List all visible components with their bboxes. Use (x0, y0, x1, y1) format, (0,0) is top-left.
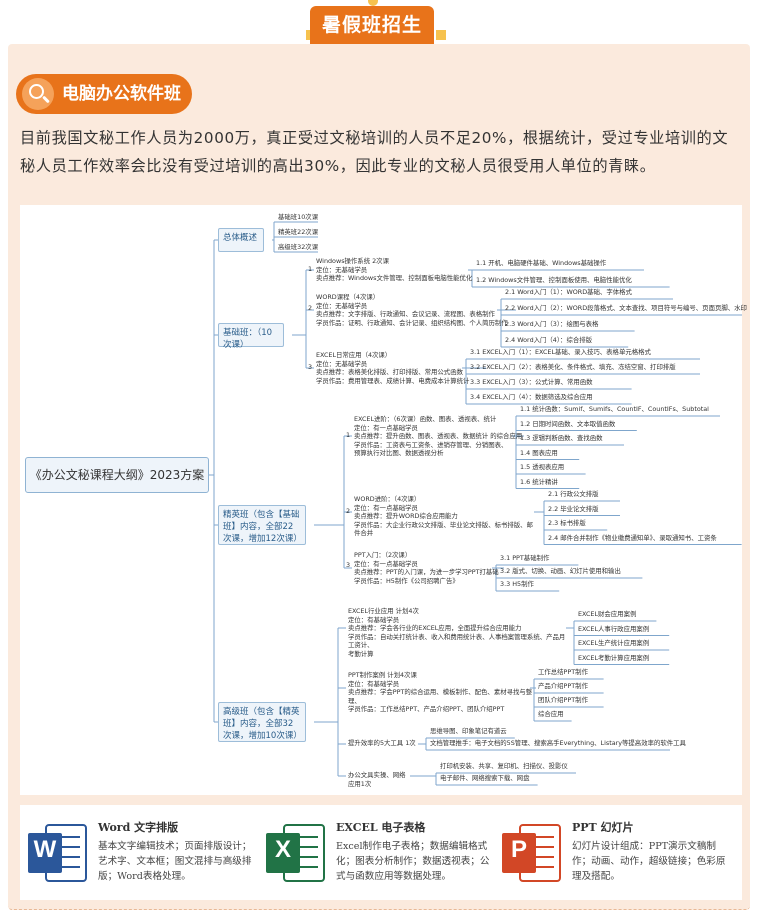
intro-paragraph: 目前我国文秘工作人员为2000万，真正受过文秘培训的人员不足20%，根据统计，受… (20, 129, 729, 175)
mindmap-group-note: 办公文具实操、网络应用1次 (348, 771, 406, 788)
app-title: EXCEL 电子表格 (336, 821, 426, 834)
app-description: 幻灯片设计组成：PPT演示文稿制作；动画、动作，超级链接；色彩原理及搭配。 (572, 841, 726, 882)
mindmap-leaf: 团队介绍PPT制作 (538, 696, 588, 704)
mindmap-group-note: PPT制作案例 计划4次课 定位：有基础学员 卖点推荐：学会PPT的综合运用、模… (348, 671, 533, 714)
mindmap-leaf: 1.4 图表应用 (520, 448, 558, 457)
mindmap-leaf: 工作总结PPT制作 (538, 668, 588, 676)
app-title: Word 文字排版 (98, 821, 179, 834)
mindmap-leaf: 1.6 统计精讲 (520, 477, 558, 486)
mindmap-leaf: 2.1 Word入门（1）：WORD基础、字体格式 (505, 288, 632, 296)
mindmap-leaf: 思维导图、印象笔记有道云 (430, 727, 507, 735)
mindmap-leaf: 2.3 标书排版 (548, 519, 586, 527)
mindmap-group-note: 提升效率的5大工具 1次 (348, 739, 416, 747)
mindmap-leaf: 基础班10次课 (278, 213, 319, 221)
mindmap-branch-advanced: 高级班（包含【精英班】内容，全部32次课，增加10次课） (218, 702, 306, 742)
mindmap-leaf: 高级班32次课 (278, 243, 319, 251)
header-corner-right (436, 30, 446, 40)
app-card: P PPT 幻灯片幻灯片设计组成：PPT演示文稿制作；动画、动作，超级链接；色彩原… (500, 815, 736, 893)
ppt-icon: P (500, 819, 562, 887)
software-list: W Word 文字排版基本文字编辑技术；页面排版设计；艺术字、文本框；图文混排与高… (20, 805, 742, 900)
mindmap-group-number: 1 (308, 265, 313, 273)
mindmap-leaf: 2.1 行政公文排版 (548, 490, 599, 498)
mindmap-leaf: EXCEL考勤计算应用案例 (578, 653, 650, 662)
section-title-text: 电脑办公软件班 (62, 84, 181, 104)
word-icon: W (26, 819, 88, 887)
mindmap-leaf: 精英班22次课 (278, 228, 319, 236)
mindmap-leaf: 1.3 逻辑判断函数、查找函数 (520, 434, 603, 442)
mindmap-branch-overview: 总体概述 (218, 228, 264, 252)
app-description: 基本文字编辑技术；页面排版设计；艺术字、文本框；图文混排与高级排版；Word表格… (98, 841, 252, 882)
mindmap-leaf: EXCEL生产统计应用案例 (578, 639, 650, 647)
header-dot (368, 0, 378, 6)
mindmap-group-note: EXCEL进阶：（6次课）函数、图表、透视表、统计 定位：有一点基础学员 卖点推… (354, 415, 523, 458)
mindmap-branch-basic: 基础班：（10次课） (218, 323, 284, 350)
mindmap-branch-elite: 精英班（包含【基础班】内容，全部22次课，增加12次课） (218, 505, 306, 545)
app-icon-letter: W (33, 836, 57, 863)
mindmap-group-number: 3 (308, 363, 313, 371)
page-title: 暑假班招生 (310, 6, 434, 44)
mindmap-leaf: 打印机安装、共享、复印机、扫描仪、投影仪 (440, 762, 568, 770)
mindmap-leaf: 1.1 开机、电脑硬件基础、Windows基础操作 (476, 259, 607, 267)
mindmap-leaf: EXCEL财会应用案例 (578, 610, 637, 618)
mindmap-group-note: WORD进阶：（4次课） 定位：有一点基础学员 卖点推荐：提升WORD综合应用能… (354, 495, 533, 538)
mindmap-leaf: 3.1 EXCEL入门（1）：EXCEL基础、录入技巧、表格单元格格式 (470, 348, 651, 356)
mindmap-group-note: WORD课程（4次课） 定位：无基础学员 卖点推荐：文字排版、行政通知、会议记录… (316, 293, 508, 327)
mindmap-root: 《办公文秘课程大纲》2023方案 (25, 457, 209, 493)
course-outline-mindmap: 《办公文秘课程大纲》2023方案 总体概述基础班：（10次课） 精英班（包含【基础… (20, 205, 747, 795)
app-icon-letter: X (274, 836, 291, 863)
mindmap-leaf: 2.2 毕业论文排版 (548, 504, 599, 513)
app-card: W Word 文字排版基本文字编辑技术；页面排版设计；艺术字、文本框；图文混排与高… (26, 815, 262, 893)
mindmap-group-note: EXCEL行业应用 计划4次 定位：有基础学员 卖点推荐：学会各行业的EXCEL… (348, 607, 566, 658)
app-title: PPT 幻灯片 (572, 821, 634, 834)
excel-icon: X (264, 819, 326, 887)
section-title: 电脑办公软件班 (16, 74, 192, 114)
mindmap-leaf: 综合应用 (538, 710, 564, 718)
app-card: X EXCEL 电子表格 Excel制作电子表格；数据编辑格式化；图表分析制作；数据… (264, 815, 500, 893)
mindmap-leaf: 2.3 Word入门（3）：绘图与表格 (505, 320, 599, 328)
mindmap-leaf: 1.1 统计函数：Sumif、Sumifs、CountIF、CountIFs、S… (520, 405, 709, 413)
mindmap-group-number: 3 (346, 561, 351, 569)
mindmap-leaf: 文档管理推手：电子文档的5S管理、搜索高手Everything、Listary等… (430, 739, 686, 747)
mindmap-group-note: Windows操作系统 2次课 定位：无基础学员 卖点推荐：Windows文件管… (316, 257, 473, 283)
mindmap-leaf: 1.5 透视表应用 (520, 463, 565, 471)
mindmap-leaf: 2.4 邮件合并制作《物业缴费通知单》、录取通知书、工资条 (548, 533, 717, 542)
app-description: Excel制作电子表格；数据编辑格式化；图表分析制作；数据透视表；公式与函数应用… (336, 841, 490, 882)
mindmap-leaf: 电子邮件、网络搜索下载、网盘 (440, 774, 530, 782)
mindmap-leaf: 3.2 版式、切换、动画、幻灯片使用和输出 (500, 567, 621, 575)
mindmap-leaf: 2.4 Word入门（4）：综合排版 (505, 336, 593, 344)
mindmap-group-number: 1 (346, 431, 351, 439)
app-icon-letter: P (510, 836, 527, 863)
mindmap-group-number: 2 (346, 507, 351, 515)
mindmap-leaf: 3.3 H5制作 (500, 580, 534, 588)
mindmap-leaf: 1.2 Windows文件管理、控制面板使用、电脑性能优化 (476, 276, 632, 284)
mindmap-group-note: EXCEL日常应用（4次课） 定位：无基础学员 卖点推荐：表格美化排版、打印排版… (316, 351, 470, 385)
mindmap-leaf: 产品介绍PPT制作 (538, 682, 588, 690)
mindmap-leaf: 3.4 EXCEL入门（4）：数据筛选及综合应用 (470, 393, 593, 401)
mindmap-leaf: 3.3 EXCEL入门（3）：公式计算、常用函数 (470, 378, 593, 386)
magnifier-icon (22, 78, 54, 110)
mindmap-leaf: 2.2 Word入门（2）：WORD段落格式、文本查找、项目符号与编号、页面页脚… (505, 304, 747, 312)
mindmap-leaf: 1.2 日期时间函数、文本取值函数 (520, 419, 616, 428)
mindmap-group-number: 2 (308, 304, 313, 312)
mindmap-leaf: EXCEL人事行政应用案例 (578, 624, 650, 633)
mindmap-leaf: 3.1 PPT基础制作 (500, 554, 550, 562)
mindmap-leaf: 3.2 EXCEL入门（2）：表格美化、条件格式、填充、冻结空窗、打印排版 (470, 363, 676, 371)
mindmap-group-note: PPT入门：（2次课） 定位：有一点基础学员 卖点推荐：PPT的入门课，为进一步… (354, 551, 499, 585)
mindmap-connectors (209, 221, 742, 786)
